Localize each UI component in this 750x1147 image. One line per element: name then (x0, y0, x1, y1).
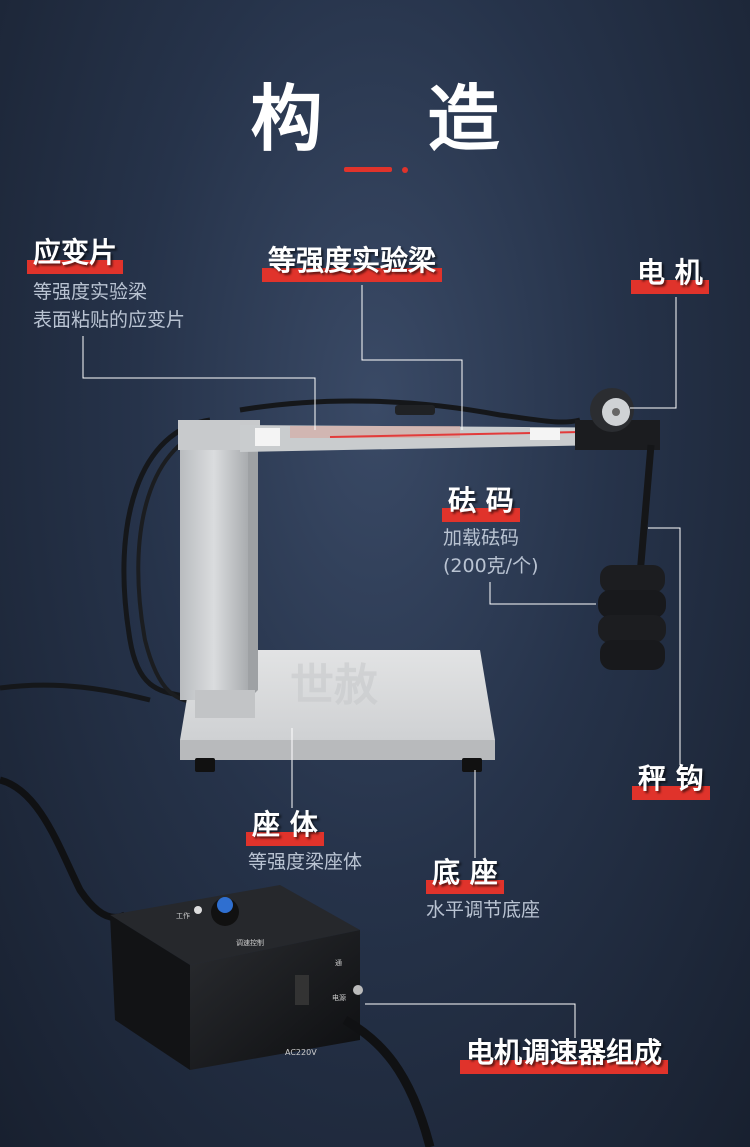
pillar-foot (195, 690, 255, 718)
label-seat-title: 座 体 (246, 808, 324, 846)
hook-rod (636, 444, 655, 576)
label-strain-gauge-desc-1: 等强度实验梁 (33, 281, 148, 303)
base-foot (195, 758, 215, 772)
panel-label: 工作 (176, 911, 190, 920)
label-seat-desc: 等强度梁座体 (248, 851, 363, 873)
cable (0, 682, 151, 703)
label-motor: 电 机 (631, 256, 709, 294)
title-underline-dot (402, 167, 408, 173)
motor-shaft (612, 408, 620, 416)
label-beam: 等强度实验梁 (261, 244, 443, 282)
power-cord (342, 1016, 435, 1147)
base-foot (462, 758, 482, 772)
controller-left (110, 915, 190, 1070)
base-plate (180, 650, 495, 740)
leader-lines (82, 285, 681, 1038)
weight-disc (600, 640, 665, 670)
watermark-logo: 世赦 (290, 660, 378, 711)
label-hook: 秤 钩 (632, 762, 710, 800)
switch-label: 通 (335, 958, 342, 967)
pillar-side (248, 432, 258, 700)
controller-top (110, 885, 360, 965)
label-seat: 座 体 等强度梁座体 (246, 808, 362, 876)
controller-front (190, 930, 360, 1070)
label-base-title: 底 座 (426, 856, 504, 894)
label-strain-gauge-desc-2: 表面粘贴的应变片 (33, 309, 186, 331)
cable (0, 776, 127, 921)
weight-disc (598, 615, 666, 643)
base-plate-edge (180, 740, 495, 760)
label-motor-title: 电 机 (631, 256, 709, 294)
cable-clip (255, 428, 280, 446)
cable (239, 398, 581, 425)
label-weight-desc-1: 加载砝码 (443, 527, 520, 549)
speed-knob-cap (217, 897, 233, 913)
power-label: 电源 (332, 993, 346, 1002)
voltage-label: AC220V (285, 1048, 317, 1057)
label-weight-desc-2: (200克/个) (443, 555, 539, 577)
label-hook-title: 秤 钩 (632, 762, 710, 800)
title-underline (344, 167, 392, 172)
pillar (180, 440, 248, 700)
cable-clip (530, 428, 560, 440)
indicator-light (194, 906, 202, 914)
label-base: 底 座 水平调节底座 (426, 856, 540, 924)
label-controller: 电机调速器组成 (459, 1036, 669, 1074)
power-switch[interactable] (353, 985, 363, 995)
label-beam-title: 等强度实验梁 (261, 244, 443, 282)
weight-disc (598, 590, 666, 618)
page-title: 构 造 (250, 77, 540, 161)
label-strain-gauge-title: 应变片 (26, 236, 124, 274)
weight-disc (600, 565, 665, 593)
connector (395, 405, 435, 415)
panel-name: 调速控制 (236, 938, 264, 947)
cable (121, 417, 211, 703)
output-socket (295, 975, 309, 1005)
cable (136, 426, 216, 707)
label-strain-gauge: 应变片 等强度实验梁 表面粘贴的应变片 (26, 236, 186, 334)
label-controller-title: 电机调速器组成 (459, 1036, 669, 1074)
label-weight: 砝 码 加载砝码 (200克/个) (442, 484, 539, 580)
label-weight-title: 砝 码 (442, 484, 520, 522)
label-base-desc: 水平调节底座 (426, 899, 541, 921)
